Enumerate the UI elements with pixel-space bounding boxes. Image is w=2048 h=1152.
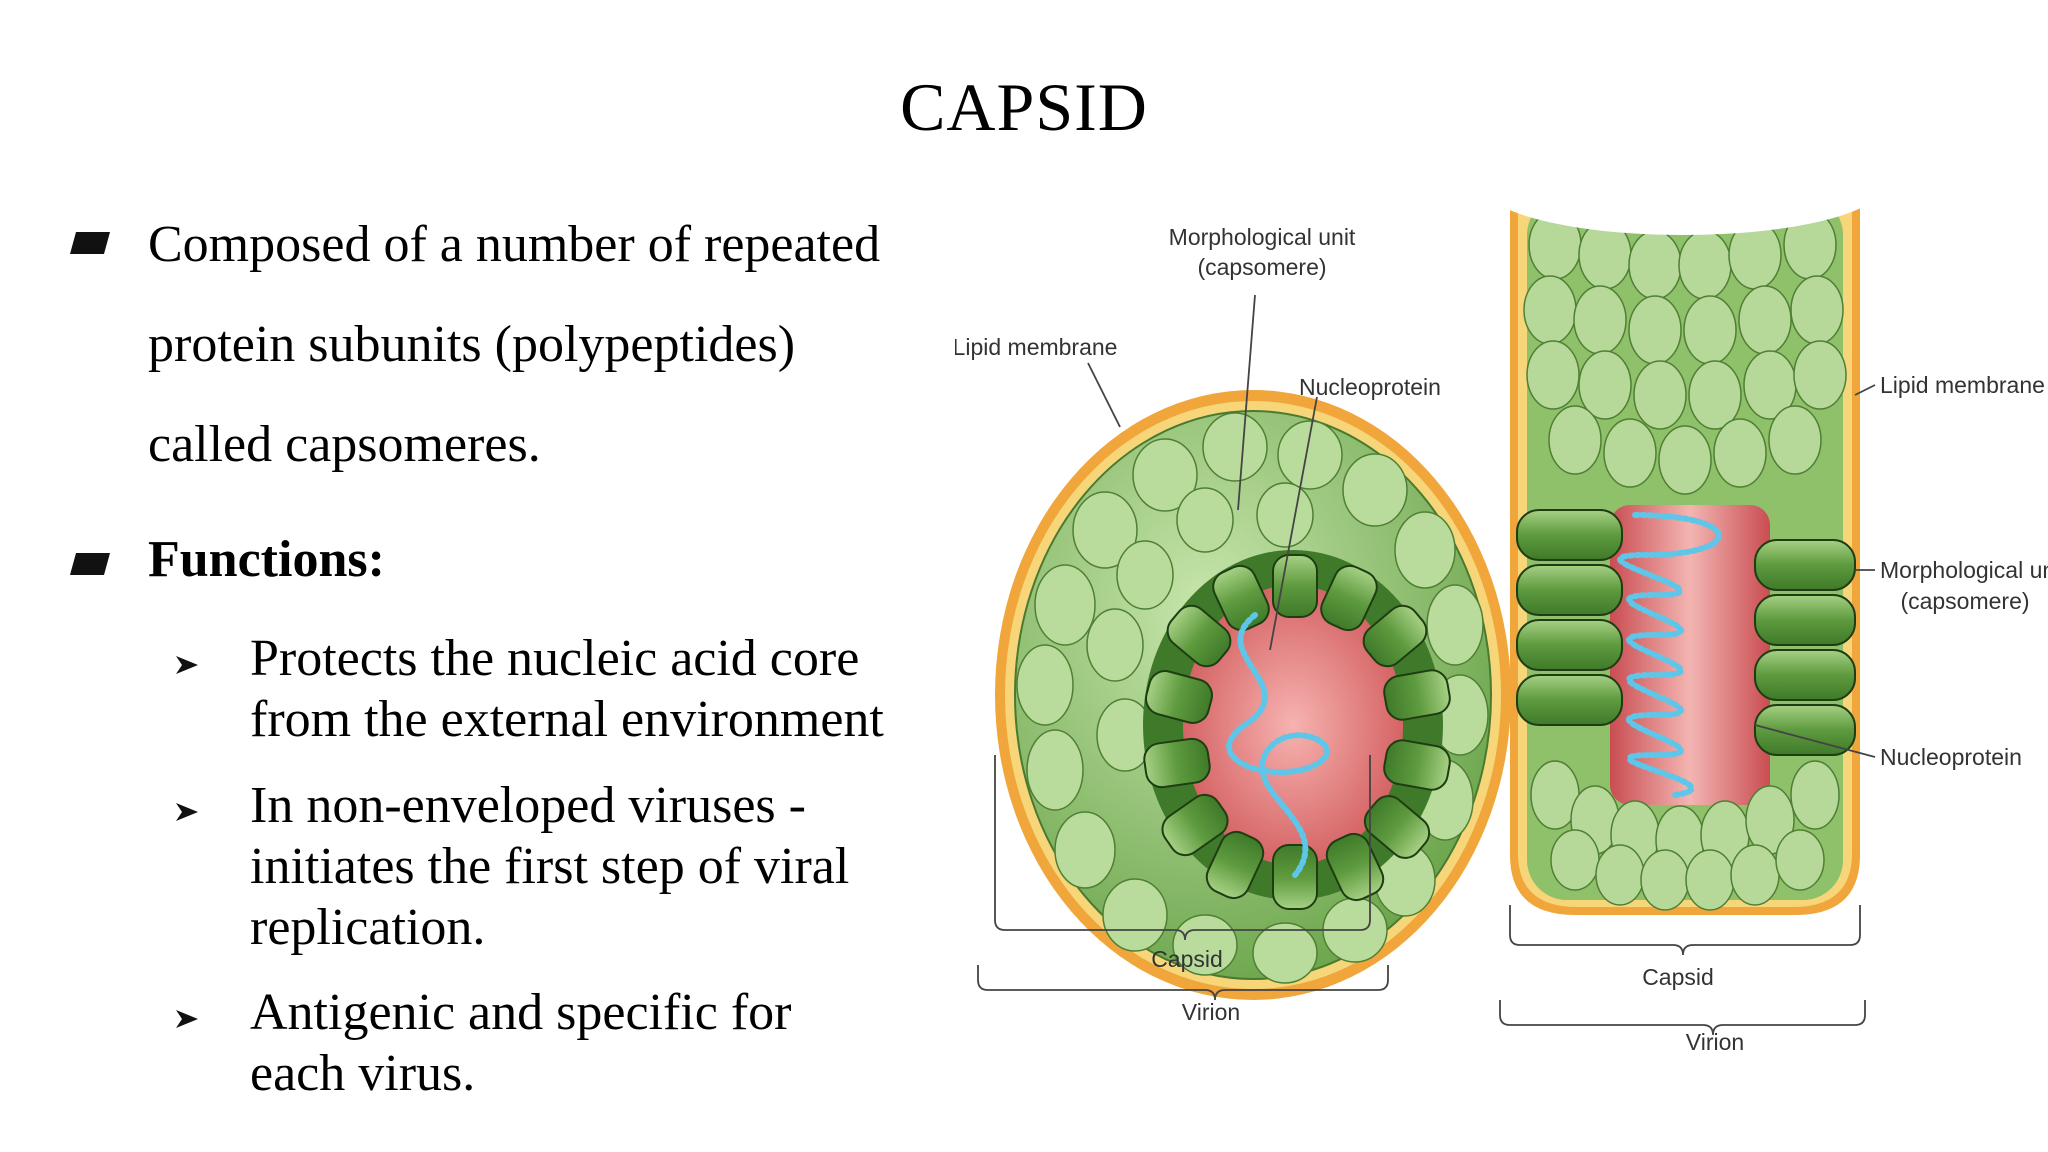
function-item: Antigenic and specific for each virus.: [250, 982, 950, 1104]
function-line: In non-enveloped viruses -: [250, 777, 806, 834]
label-lipid-membrane: Lipid membrane: [1880, 372, 2045, 398]
composed-line-2: protein subunits (polypeptides): [148, 316, 796, 373]
label-morph-unit: Morphological unit: [1880, 557, 2048, 583]
arrow-bullet-icon: [172, 1004, 202, 1034]
arrow-bullet-icon: [172, 797, 202, 827]
square-bullet-icon: [70, 553, 110, 575]
function-line: Antigenic and specific for: [250, 984, 792, 1041]
label-capsomere: (capsomere): [1197, 254, 1326, 280]
function-line: initiates the first step of viral: [250, 838, 850, 895]
label-morph-unit: Morphological unit: [1169, 224, 1356, 250]
composed-bullet-text: Composed of a number of repeated protein…: [148, 195, 948, 495]
label-nucleoprotein: Nucleoprotein: [1880, 744, 2022, 770]
function-line: from the external environment: [250, 691, 884, 748]
slide-title: CAPSID: [900, 69, 1148, 145]
label-nucleoprotein: Nucleoprotein: [1299, 374, 1441, 400]
square-bullet-icon: [70, 232, 110, 254]
composed-line-3: called capsomeres.: [148, 416, 541, 473]
label-capsid: Capsid: [1151, 946, 1223, 972]
label-virion: Virion: [1686, 1029, 1744, 1055]
label-virion: Virion: [1182, 999, 1240, 1025]
function-item: Protects the nucleic acid core from the …: [250, 628, 950, 750]
function-line: replication.: [250, 899, 486, 956]
spherical-virion: [995, 390, 1511, 1000]
capsid-diagram: Morphological unit (capsomere) Lipid mem…: [955, 185, 2048, 1055]
label-lipid-membrane: Lipid membrane: [955, 334, 1117, 360]
function-item: In non-enveloped viruses - initiates the…: [250, 775, 950, 958]
function-line: Protects the nucleic acid core: [250, 630, 860, 687]
arrow-bullet-icon: [172, 650, 202, 680]
helical-virion: [1483, 185, 1883, 915]
label-capsomere: (capsomere): [1900, 588, 2029, 614]
label-capsid: Capsid: [1642, 964, 1714, 990]
composed-line-1: Composed of a number of repeated: [148, 216, 881, 273]
functions-heading: Functions:: [148, 531, 385, 588]
function-line: each virus.: [250, 1045, 476, 1102]
